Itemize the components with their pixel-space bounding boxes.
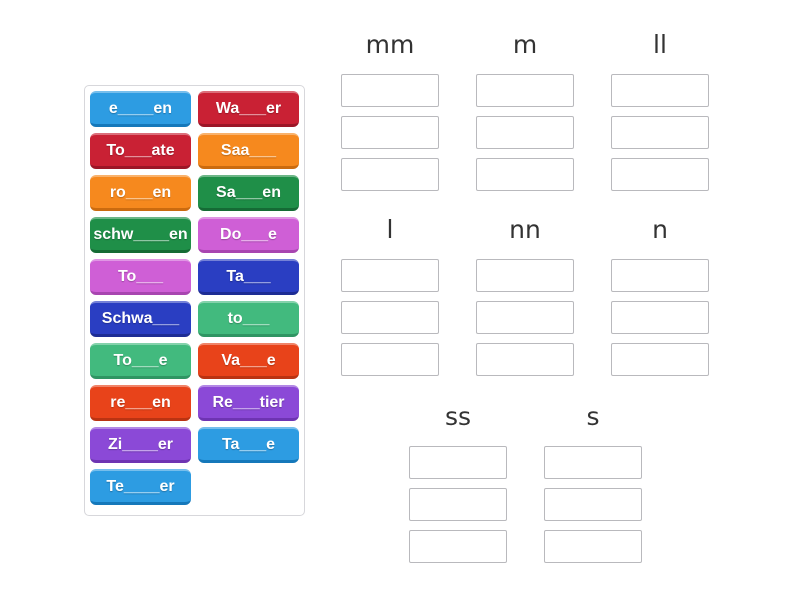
drop-slot[interactable] [409,530,507,563]
drop-slot[interactable] [476,301,574,334]
drop-slot[interactable] [341,259,439,292]
drop-slot[interactable] [611,259,709,292]
word-tile[interactable]: e____en [90,91,191,127]
group-header: mm [365,30,415,59]
group-header: s [586,402,600,431]
group-m: m [475,30,575,200]
drop-slot[interactable] [341,301,439,334]
word-tile[interactable]: ro___en [90,175,191,211]
drop-slot[interactable] [611,301,709,334]
group-ss: ss [408,402,508,572]
drop-slot[interactable] [611,343,709,376]
word-tile[interactable]: re___en [90,385,191,421]
group-slots [475,74,575,191]
word-tile[interactable]: Ta___e [198,427,299,463]
drop-slot[interactable] [476,116,574,149]
group-slots [340,74,440,191]
drop-slot[interactable] [341,74,439,107]
drop-slot[interactable] [476,158,574,191]
word-tile[interactable]: To___ate [90,133,191,169]
drop-slot[interactable] [544,446,642,479]
group-header: n [652,215,668,244]
drop-slot[interactable] [341,116,439,149]
word-tile[interactable]: Schwa___ [90,301,191,337]
word-tile[interactable]: Saa___ [198,133,299,169]
word-tile[interactable]: To___e [90,343,191,379]
group-slots [475,259,575,376]
group-s: s [543,402,643,572]
word-tile[interactable]: schw____en [90,217,191,253]
group-header: l [386,215,394,244]
group-l: l [340,215,440,385]
drop-slot[interactable] [476,259,574,292]
drop-slot[interactable] [611,158,709,191]
drop-slot[interactable] [409,446,507,479]
word-tile[interactable]: Wa___er [198,91,299,127]
drop-slot[interactable] [476,343,574,376]
word-tile[interactable]: Va___e [198,343,299,379]
word-tile[interactable]: Re___tier [198,385,299,421]
group-header: ss [444,402,472,431]
group-slots [543,446,643,563]
drop-slot[interactable] [341,343,439,376]
word-tile[interactable]: Sa___en [198,175,299,211]
group-ll: ll [610,30,710,200]
group-n: n [610,215,710,385]
group-header: nn [509,215,541,244]
word-tile[interactable]: to___ [198,301,299,337]
drop-slot[interactable] [409,488,507,521]
drop-slot[interactable] [611,116,709,149]
group-slots [340,259,440,376]
drop-slot[interactable] [611,74,709,107]
word-tile[interactable]: Te____er [90,469,191,505]
word-tile[interactable]: To___ [90,259,191,295]
group-header: ll [653,30,667,59]
group-header: m [512,30,538,59]
group-slots [610,74,710,191]
drop-slot[interactable] [544,488,642,521]
group-mm: mm [340,30,440,200]
drop-slot[interactable] [341,158,439,191]
drop-slot[interactable] [544,530,642,563]
group-slots [408,446,508,563]
drop-slot[interactable] [476,74,574,107]
group-slots [610,259,710,376]
word-tile[interactable]: Ta___ [198,259,299,295]
word-tile[interactable]: Do___e [198,217,299,253]
group-nn: nn [475,215,575,385]
word-tile[interactable]: Zi____er [90,427,191,463]
